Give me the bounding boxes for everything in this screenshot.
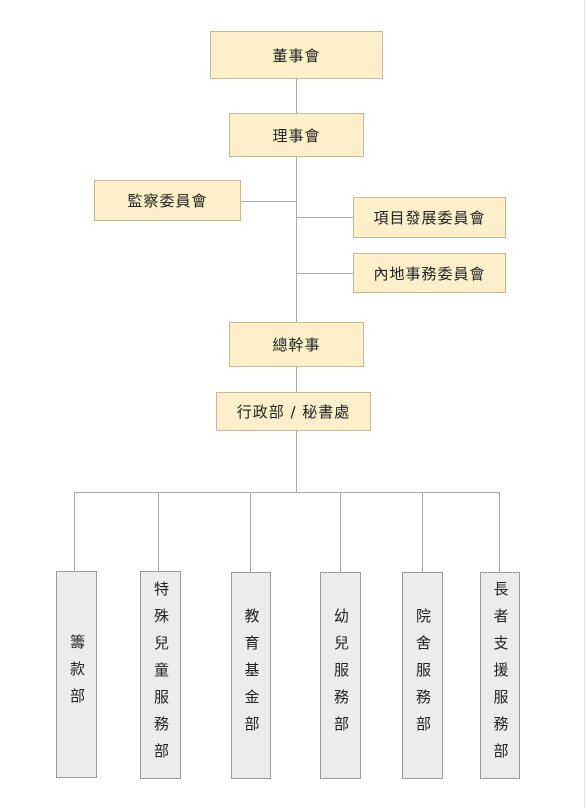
department-box-fundraising: 籌款部: [56, 571, 97, 778]
project-development-committee-box: 項目發展委員會: [353, 197, 506, 238]
department-label: 特殊兒童服務部: [152, 580, 170, 770]
connector-dept-6: [499, 492, 500, 572]
department-label: 院舍服務部: [414, 608, 432, 743]
connector-dept-3: [250, 492, 251, 572]
connector-dept-5: [422, 492, 423, 572]
department-label: 教育基金部: [242, 608, 261, 743]
connector-dept-2: [158, 492, 159, 571]
connector-mainland: [297, 273, 353, 274]
department-label: 幼兒服務部: [332, 608, 350, 743]
department-label: 籌款部: [68, 634, 86, 715]
department-box-residential: 院舍服務部: [402, 572, 443, 779]
connector-main-trunk: [296, 79, 297, 492]
department-box-elderly-support: 長者支援服務部: [480, 572, 520, 779]
department-label: 長者支援服務部: [491, 581, 510, 770]
connector-project-dev: [297, 217, 353, 218]
department-box-special-children: 特殊兒童服務部: [140, 571, 181, 779]
general-secretary-box: 總幹事: [229, 322, 364, 367]
board-box: 董事會: [210, 31, 383, 79]
department-box-education-fund: 教育基金部: [231, 572, 271, 779]
connector-dept-4: [340, 492, 341, 572]
mainland-affairs-committee-box: 內地事務委員會: [353, 253, 506, 293]
administration-box: 行政部 / 秘書處: [216, 392, 371, 431]
connector-dept-1: [74, 492, 75, 571]
connector-departments-bar: [74, 492, 499, 493]
department-box-childcare: 幼兒服務部: [320, 572, 361, 779]
supervisory-committee-box: 監察委員會: [94, 180, 241, 221]
council-box: 理事會: [229, 113, 364, 157]
page-edge-rule: [584, 0, 585, 807]
connector-supervisory: [241, 201, 296, 202]
